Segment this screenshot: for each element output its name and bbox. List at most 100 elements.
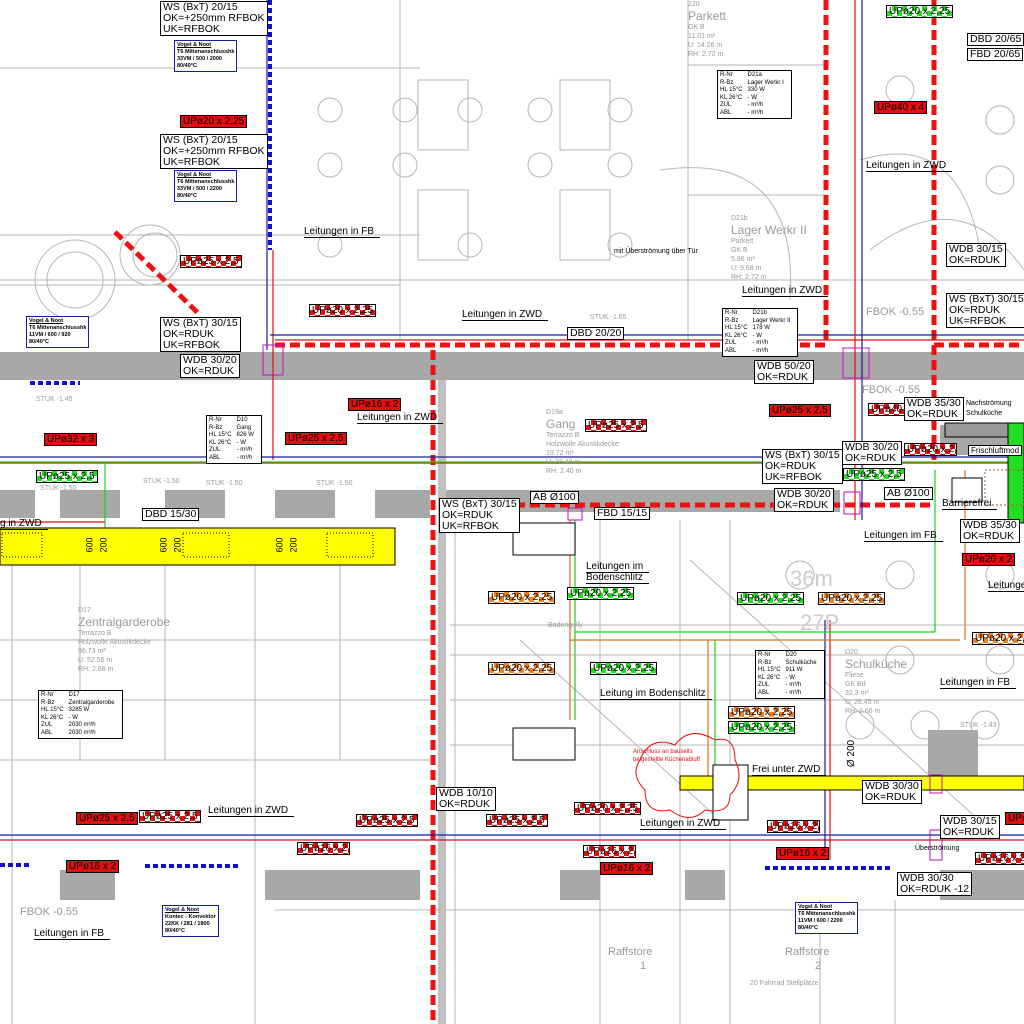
table-value: - m³/h [752,340,769,346]
table-value: - W [236,439,246,446]
room-detail: RH: 2.72 m [731,274,767,281]
callout-line: OK=RDUK [163,328,215,340]
table-key: R-Nr [720,72,733,78]
callout-line: WS (BxT) 20/15 [163,134,238,146]
furniture-chairs [317,75,1015,740]
room-detail: Fliese [845,672,864,679]
duct-callout: DBD 15/30 [142,508,200,521]
table-value: 178 W [752,325,770,331]
table-value: - W [785,674,795,681]
pipe-size-tag: UPø16 x 2 [776,847,830,860]
radiator-tag-line: 80/40°C [177,63,197,69]
pipe-size-tag: UPø25 x 2,5 [585,419,647,432]
pipe-size-tag: UPø20 x 2,25 [180,115,248,128]
leader-note: Leitungen in ZWD [640,818,727,830]
drawing-annotation: 600 [274,537,285,553]
pipe-size-tag: UPø16 x 2 [767,820,821,833]
table-key: ABL [209,454,221,461]
drawing-annotation: 200 [98,537,109,553]
pipe-size-tag: UPø25 x 2,5 [180,255,242,268]
table-key: ZUL [758,682,770,688]
radiator-tag-line: 80/40°C [165,928,185,934]
drawing-annotation: STUK -1.50 [206,480,243,487]
table-key: R-Bz [41,699,55,706]
callout-line: AB Ø100 [533,491,576,503]
callout-line: UK=RFBOK [765,471,822,483]
table-value: - m³/h [785,682,802,688]
room-detail: Terrazzo B [78,630,112,637]
room-detail: GK B [688,24,705,31]
table-value: Zentralgarderobe [68,699,115,706]
leader-note: Leitungen in ZWD [866,160,953,172]
pipe-size-tag: UPø25 x 2,5 [139,810,201,823]
leader-note: Leitung im Bodenschlitz [600,688,712,700]
pipe-size-tag: UPø20 x 2 [962,553,1016,566]
table-key: R-Bz [725,317,739,324]
radiator-tag-line: 11VM / 600 / 2200 [798,918,843,924]
pipe-size-tag: UPø20 x 2,25 [737,592,805,605]
room-detail: GK Bd [845,681,866,688]
table-value: - m³/h [747,102,764,108]
table-key: ABL [720,109,732,116]
leader-note: Bodenschlitz [586,572,649,584]
room-detail: 5.86 m² [731,256,755,263]
drawing-annotation: 2 [815,960,822,972]
radiator-tag-line: T6 Mittenanschlusshk [177,49,235,55]
drawing-annotation: FBOK -0.55 [866,306,925,318]
pipe-size-tag: UPø20 x 2,25 [728,721,796,734]
table-key: HL 15°C [758,667,781,673]
radiator-tag-line: 80/40°C [798,925,818,931]
callout-line: WDB 30/30 [865,780,919,792]
table-key: ZUL [41,722,53,728]
drawing-annotation: Bodengully [548,622,583,629]
table-value: D17 [68,692,80,698]
pipe-size-tag: UPø20 x 2 [904,443,958,456]
callout-line: WDB 35/30 [907,397,961,409]
callout-line: OK=RDUK [943,826,995,838]
room-detail: D19a [546,409,563,416]
table-value: - m³/h [236,447,253,453]
duct-callout: Frischluftmod [968,445,1023,456]
radiator-tag-line: T6 Mittenanschlusshk [177,179,235,185]
table-value: - m³/h [785,689,802,696]
pipe-size-tag: UPø20 x 2,25 [728,706,796,719]
table-value: Gang [236,424,252,431]
room-detail: U: 23.48 m [546,459,581,466]
room-detail: U: 52.56 m [78,657,113,664]
pipe-size-tag: UPø16 x 2 [583,845,637,858]
duct-callout: DBD 20/65 [967,33,1024,46]
room-detail: D20 [845,649,858,656]
callout-line: UK=RFBOK [949,315,1006,327]
room-detail: 96.73 m² [78,648,106,655]
table-key: ABL [41,729,53,736]
pipe-size-tag: UPø20 x 2,25 [567,587,635,600]
table-key: ZUL [209,447,221,453]
leader-note: Leitungen in ZWD [208,805,295,817]
callout-line: DBD 20/20 [570,327,622,339]
table-value: - W [752,332,762,339]
table-key: KL 26°C [720,94,743,101]
pipe-size-tag: UPø20 x 2,25 [590,662,658,675]
drawing-annotation: FBOK -0.55 [20,906,79,918]
room-detail: 32.3 m² [845,690,869,697]
table-key: KL 26°C [41,714,64,721]
radiator-tag-line: 33VM / 500 / 2000 [177,56,222,62]
leader-note: Leitungen in ZWD [742,285,829,297]
radiator-tag-line: 22KK / 281 / 1800 [165,921,210,927]
room-detail: RH: 2.40 m [546,468,582,475]
drawing-annotation: STUK -1.50 [316,480,353,487]
